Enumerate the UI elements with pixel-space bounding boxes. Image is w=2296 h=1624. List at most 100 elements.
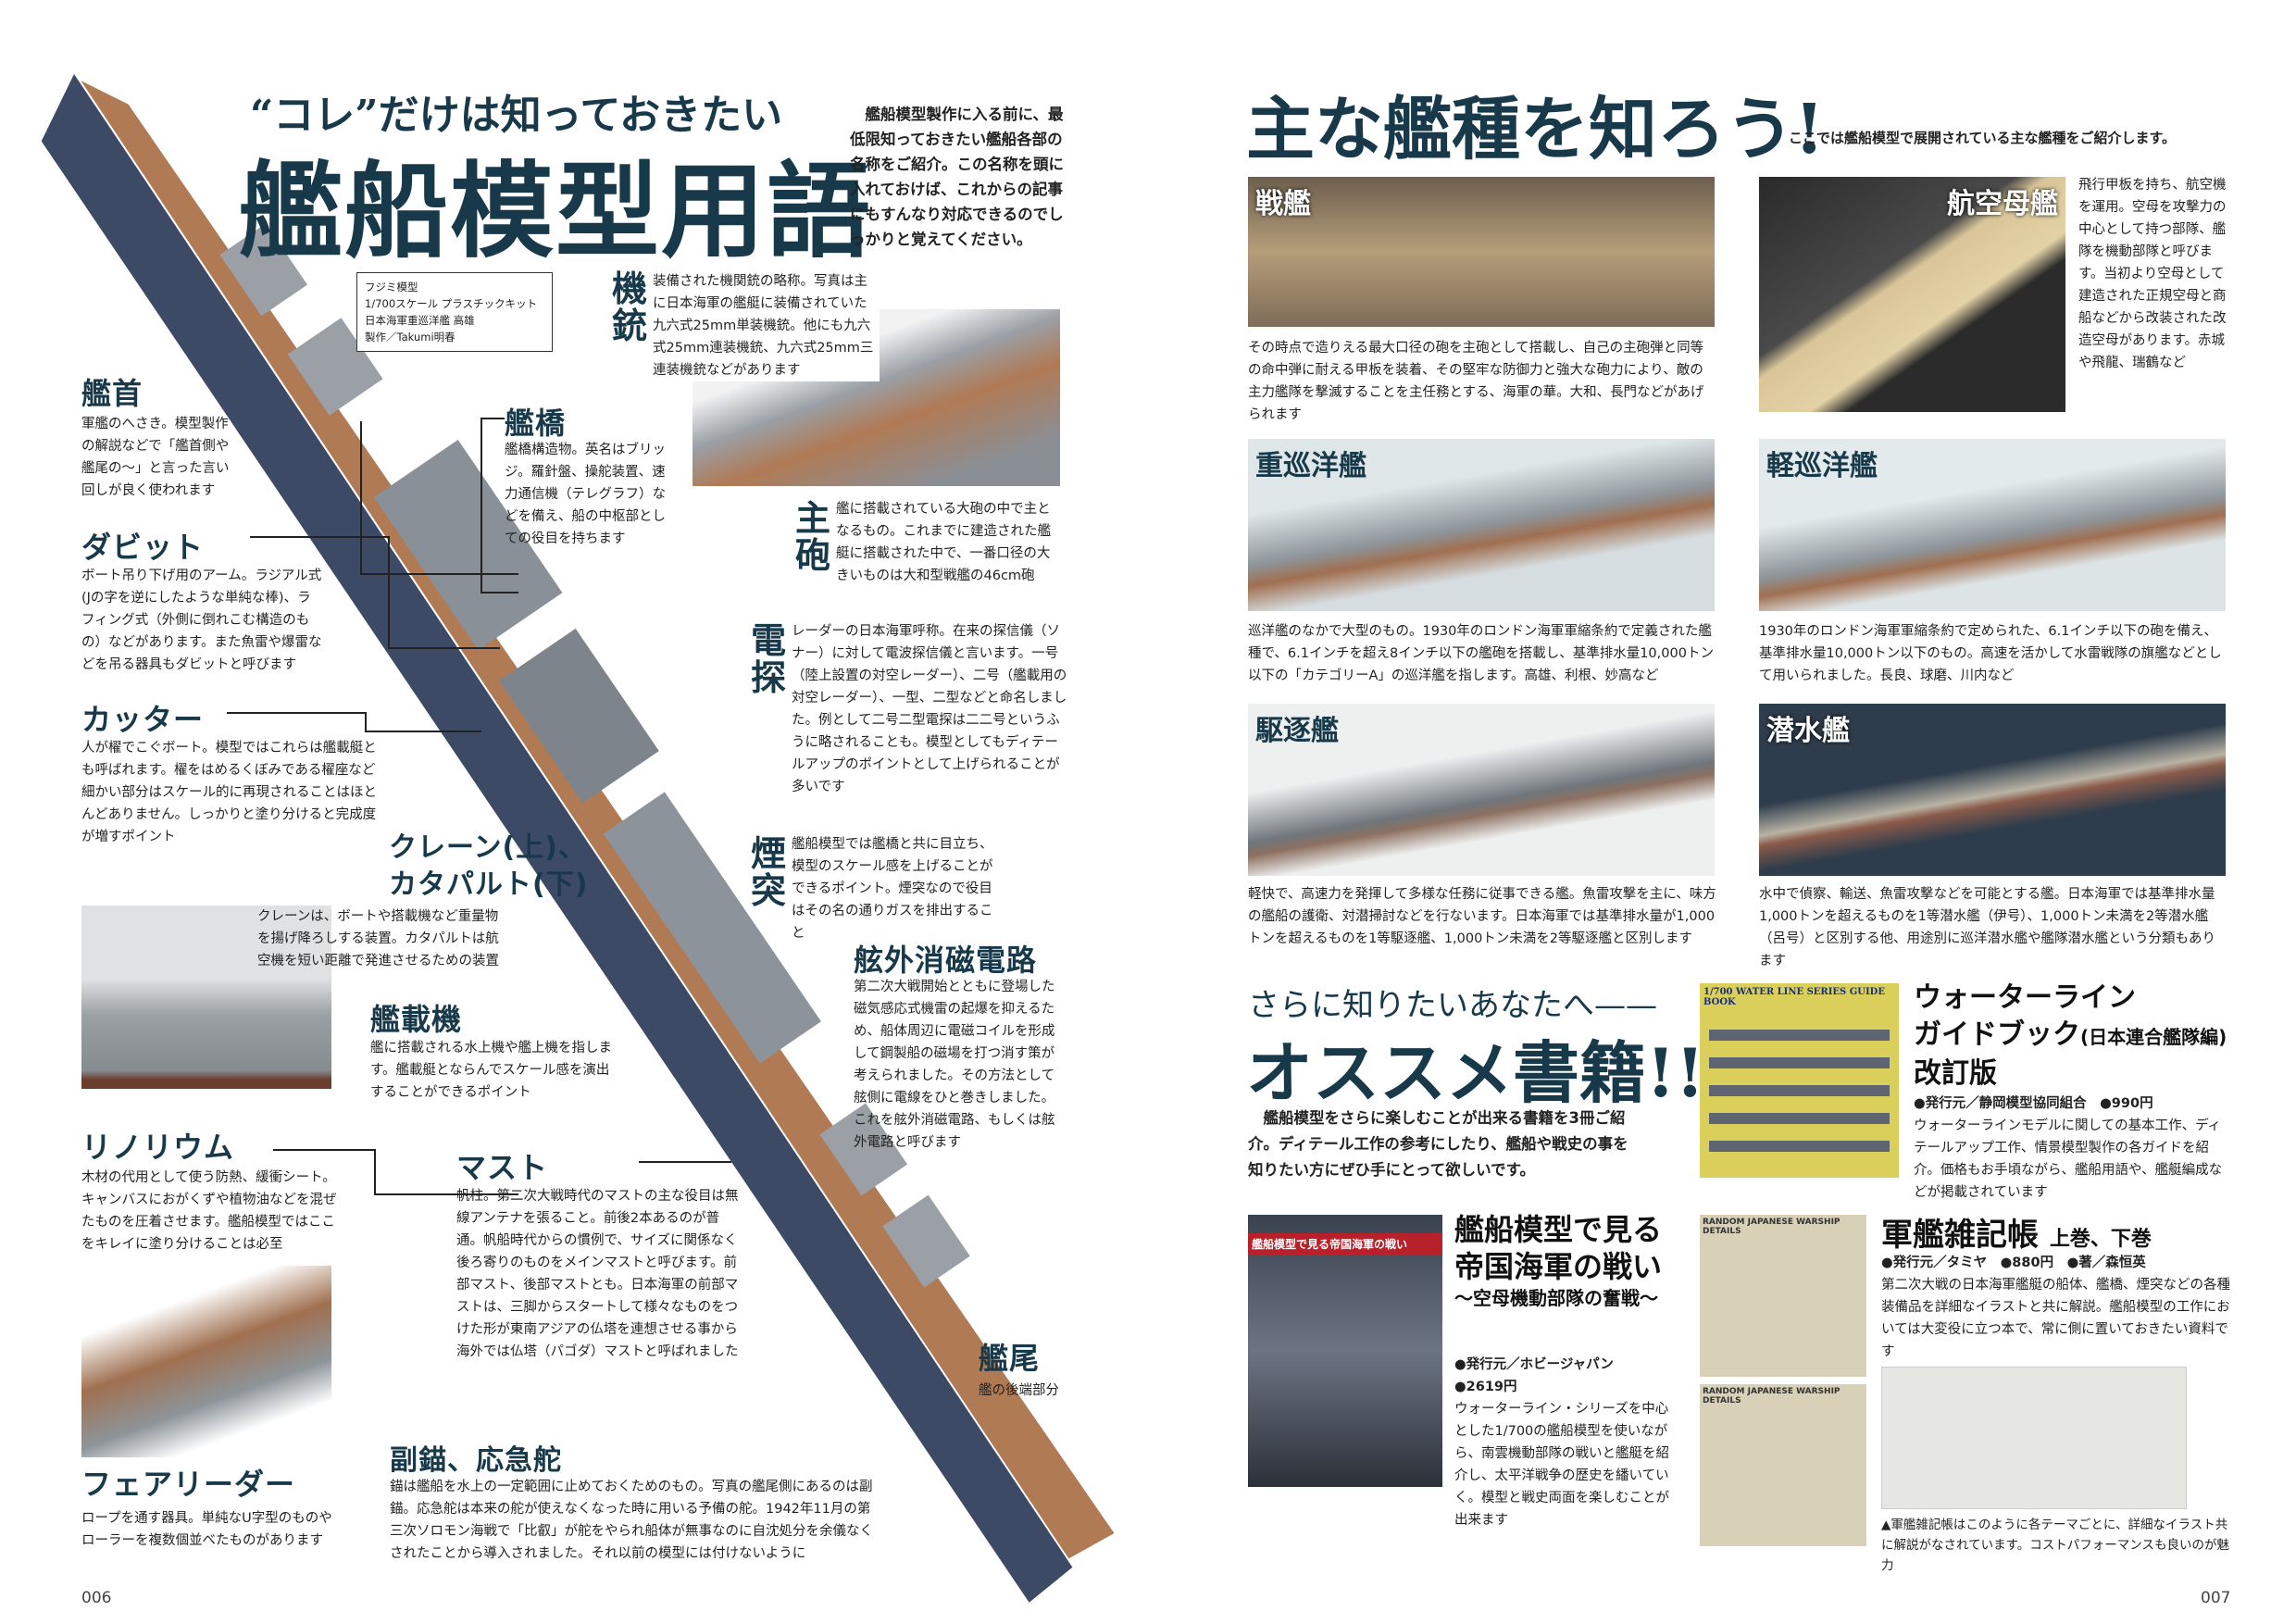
type-label-battleship: 戦艦 [1255, 188, 1311, 220]
book1-body: ウォーターラインモデルに関しての基本工作、ディテールアップ工作、情景模型製作の各… [1914, 1118, 2223, 1200]
book2-title-line1: 艦船模型で見る [1454, 1212, 1663, 1247]
type-body-heavy-cruiser: 巡洋艦のなかで大型のもの。1930年のロンドン海軍軍縮条約で定義された艦種で、6… [1248, 624, 1714, 683]
book3-meta: ●発行元／タミヤ ●880円 ●著／森恒英 [1881, 1255, 2146, 1270]
term-body-aircraft: 艦に搭載される水上機や艦上機を指します。艦載艇とならんでスケール感を演出すること… [370, 1041, 612, 1100]
book2-body: ウォーターライン・シリーズを中心とした1/700の艦船模型を使いながら、南雲機動… [1454, 1402, 1669, 1528]
ship-turret [882, 1194, 970, 1288]
term-body-bow: 軍艦のへさき。模型製作の解説などで「艦首側や艦尾の〜」と言った言い回しが良く使わ… [81, 417, 230, 498]
books-intro: 艦船模型をさらに楽しむことが出来る書籍を3冊ご紹介。ディテール工作の参考にしたり… [1248, 1109, 1628, 1179]
book1-title-line2: ガイドブック(日本連合艦隊編) [1914, 1017, 2227, 1056]
kit-scale: 1/700スケール プラスチックキット [365, 297, 538, 310]
ship-turret [819, 1103, 908, 1196]
page-number-right: 007 [2201, 1589, 2231, 1607]
destroyer-photo: 駆逐艦 [1248, 704, 1715, 876]
type-label-light-cruiser: 軽巡洋艦 [1766, 450, 1878, 482]
term-body-crane: クレーンは、ボートや搭載機など重量物を揚げ降ろしする装置。カタパルトは航空機を短… [257, 909, 499, 968]
book-cover-zakkicho-1: RANDOM JAPANESE WARSHIP DETAILS [1700, 1215, 1866, 1377]
book2-meta-publisher: ●発行元／ホビージャパン [1454, 1357, 1614, 1372]
carrier-photo: 航空母艦 [1759, 177, 2065, 412]
term-heading-davit: ダビット [81, 530, 205, 565]
type-label-destroyer: 駆逐艦 [1255, 715, 1339, 747]
heavy-cruiser-photo: 重巡洋艦 [1248, 439, 1715, 611]
cover-title: RANDOM JAPANESE WARSHIP DETAILS [1703, 1218, 1841, 1236]
ship-deck [81, 81, 1115, 1559]
term-body-anchor: 錨は艦船を水上の一定範囲に止めておくためのもの。写真の艦尾側にあるのは副錨。応急… [390, 1480, 873, 1561]
book2-title-sub: 〜空母機動部隊の奮戦〜 [1454, 1287, 1658, 1309]
ship-turret [219, 223, 308, 317]
term-heading-fairlead: フェアリーダー [81, 1467, 296, 1502]
ship-turret [287, 318, 383, 416]
kit-maker: フジミ模型 [365, 281, 418, 294]
type-label-submarine: 潜水艦 [1766, 715, 1850, 747]
books-kicker: さらに知りたいあなたへ—— [1248, 987, 1657, 1024]
ship-funnel [499, 628, 659, 804]
page-number-left: 006 [81, 1589, 112, 1607]
page-subtitle: “コレ”だけは知っておきたい [250, 92, 783, 139]
type-body-submarine: 水中で偵察、輸送、魚雷攻撃などを可能とする艦。日本海軍では基準排水量1,000ト… [1759, 887, 2215, 968]
term-body-main-gun: 艦に搭載されている大砲の中で主となるもの。これまでに建造された艦艇に搭載された中… [836, 502, 1051, 583]
book1-title-line3: 改訂版 [1914, 1057, 1997, 1090]
term-heading-bridge: 艦橋 [505, 406, 567, 441]
term-body-davit: ボート吊り下げ用のアーム。ラジアル式(Jの字を逆にしたような単純な棒)、ラフィン… [81, 568, 322, 672]
intro-text: 艦船模型製作に入る前に、最低限知っておきたい艦船各部の名称をご紹介。この名称を頭… [850, 106, 1064, 248]
book1-meta: ●発行元／静岡模型協同組合 ●990円 [1914, 1096, 2153, 1111]
book1-title: ウォーターライン ガイドブック(日本連合艦隊編) 改訂版 [1914, 980, 2227, 1093]
term-heading-linoleum: リノリウム [81, 1130, 235, 1165]
kit-builder: 製作／Takumi明春 [365, 331, 455, 344]
leader-line [360, 421, 518, 575]
type-body-destroyer: 軽快で、高速力を発揮して多様な任務に従事できる艦。魚雷攻撃を主に、味方の艦船の護… [1248, 887, 1716, 946]
cover-title: RANDOM JAPANESE WARSHIP DETAILS [1703, 1387, 1841, 1405]
term-body-radar: レーダーの日本海軍呼称。在来の探信儀（ソナー）に対して電波探信儀と言います。一号… [792, 624, 1067, 794]
type-body-carrier: 飛行甲板を持ち、航空機を運用。空母を攻撃力の中心として持つ部隊、艦隊を機動部隊と… [2078, 178, 2227, 370]
term-heading-machine-gun: 機銃 [611, 269, 647, 346]
crane-catapult-photo [81, 906, 331, 1089]
term-body-degaussing: 第二次大戦開始とともに登場した磁気感応式機雷の起爆を抑えるため、船体周辺に電磁コ… [854, 980, 1055, 1150]
leader-line [250, 536, 500, 649]
term-heading-cutter: カッター [81, 702, 205, 737]
cover-title: 1/700 WATER LINE SERIES GUIDE BOOK [1703, 987, 1885, 1007]
leader-line [480, 418, 518, 593]
type-label-carrier: 航空母艦 [1947, 188, 2058, 220]
book3-title-main: 軍艦雑記帳 [1881, 1217, 2039, 1254]
books-title: オススメ書籍!! [1246, 1033, 1705, 1112]
term-body-fairlead: ロープを通す器具。単純なU字型のものやローラーを複数個並べたものがあります [81, 1511, 332, 1548]
cover-illustration [1709, 1020, 1890, 1159]
leader-line [227, 712, 481, 732]
kit-caption-box: フジミ模型 1/700スケール プラスチックキット 日本海軍重巡洋艦 高雄 製作… [356, 272, 553, 352]
light-cruiser-photo: 軽巡洋艦 [1759, 439, 2226, 611]
term-heading-radar: 電探 [750, 620, 786, 698]
term-heading-degaussing: 舷外消磁電路 [854, 943, 1038, 978]
book1-title-line1: ウォーターライン [1914, 981, 2136, 1014]
book-cover-zakkicho-2: RANDOM JAPANESE WARSHIP DETAILS [1700, 1384, 1866, 1546]
term-body-bridge: 艦橋構造物。英名はブリッジ。羅針盤、操舵装置、速力通信機（テレグラフ）などを備え… [505, 443, 666, 546]
ship-types-title: 主な艦種を知ろう! [1246, 90, 1825, 169]
leader-line [273, 1149, 518, 1195]
book-cover-waterline: 1/700 WATER LINE SERIES GUIDE BOOK [1700, 983, 1899, 1178]
book2-title-line2: 帝国海軍の戦い [1454, 1249, 1663, 1284]
ship-aft-structure [603, 792, 821, 1064]
stern-photo [81, 1266, 331, 1457]
term-heading-main-gun: 主砲 [794, 498, 830, 576]
term-body-machine-gun: 装備された機関銃の略称。写真は主に日本海軍の艦艇に装備されていた九六式25mm単… [653, 270, 880, 381]
ship-types-note: ここでは艦船模型で展開されている主な艦種をご紹介します。 [1789, 130, 2177, 146]
book3-caption: ▲軍艦雑記帳はこのように各テーマごとに、詳細なイラスト共に解説がなされています。… [1881, 1518, 2229, 1573]
book3-title: 軍艦雑記帳 上巻、下巻 [1881, 1209, 2152, 1255]
term-heading-aircraft: 艦載機 [370, 1002, 463, 1037]
term-heading-stern: 艦尾 [979, 1341, 1041, 1376]
book3-body: 第二次大戦の日本海軍艦艇の船体、艦橋、煙突などの各種装備品を詳細なイラストと共に… [1881, 1278, 2230, 1359]
ship-hull [41, 74, 1073, 1603]
book-cover-imperial-navy: 艦船模型で見る帝国海軍の戦い [1248, 1215, 1442, 1487]
type-body-light-cruiser: 1930年のロンドン海軍軍縮条約で定められた、6.1インチ以下の砲を備え、基準排… [1759, 624, 2222, 683]
type-body-battleship: その時点で造りえる最大口径の砲を主砲として搭載し、自己の主砲弾と同等の命中弾に耐… [1248, 341, 1704, 422]
zakkicho-illustration-sample [1881, 1367, 2187, 1509]
book1-title-main: ガイドブック [1914, 1018, 2080, 1051]
term-body-cutter: 人が櫂でこぐボート。模型ではこれらは艦載艇とも呼ばれます。櫂をはめるくぼみである… [81, 741, 377, 844]
book3-title-sub: 上巻、下巻 [2049, 1228, 2152, 1251]
term-heading-funnel: 煙突 [750, 833, 786, 911]
ship-bridge [373, 439, 563, 651]
term-heading-anchor: 副錨、応急舵 [390, 1444, 562, 1477]
type-label-heavy-cruiser: 重巡洋艦 [1255, 450, 1366, 482]
kit-name: 日本海軍重巡洋艦 高雄 [365, 314, 475, 327]
ship-model-photo [41, 74, 1115, 1603]
book2-meta-price: ●2619円 [1454, 1380, 1517, 1394]
